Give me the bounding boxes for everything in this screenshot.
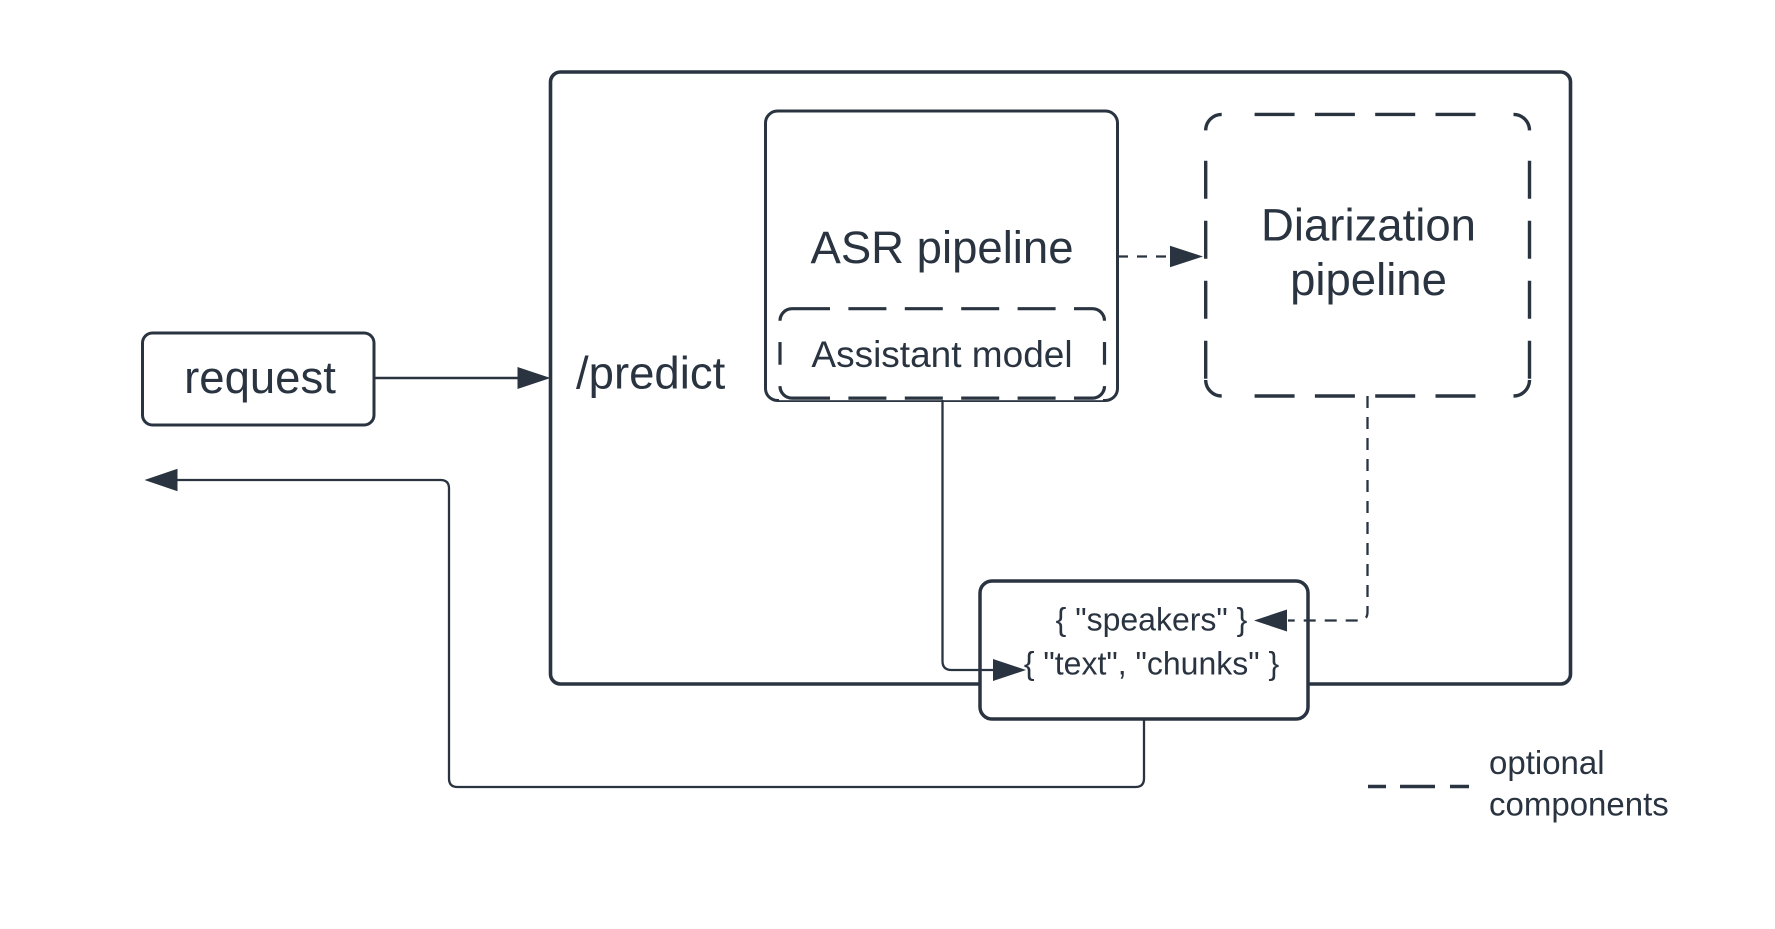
svg-text:/predict: /predict [576, 348, 726, 399]
svg-text:request: request [184, 352, 336, 403]
svg-text:components: components [1489, 786, 1669, 823]
svg-text:{ "speakers" }: { "speakers" } [1056, 602, 1248, 638]
svg-text:Assistant model: Assistant model [811, 334, 1072, 375]
svg-text:Diarization: Diarization [1261, 200, 1476, 251]
svg-text:{ "text", "chunks" }: { "text", "chunks" } [1024, 646, 1280, 682]
svg-text:ASR pipeline: ASR pipeline [810, 222, 1073, 273]
svg-text:optional: optional [1489, 744, 1605, 781]
svg-text:pipeline: pipeline [1290, 254, 1447, 305]
